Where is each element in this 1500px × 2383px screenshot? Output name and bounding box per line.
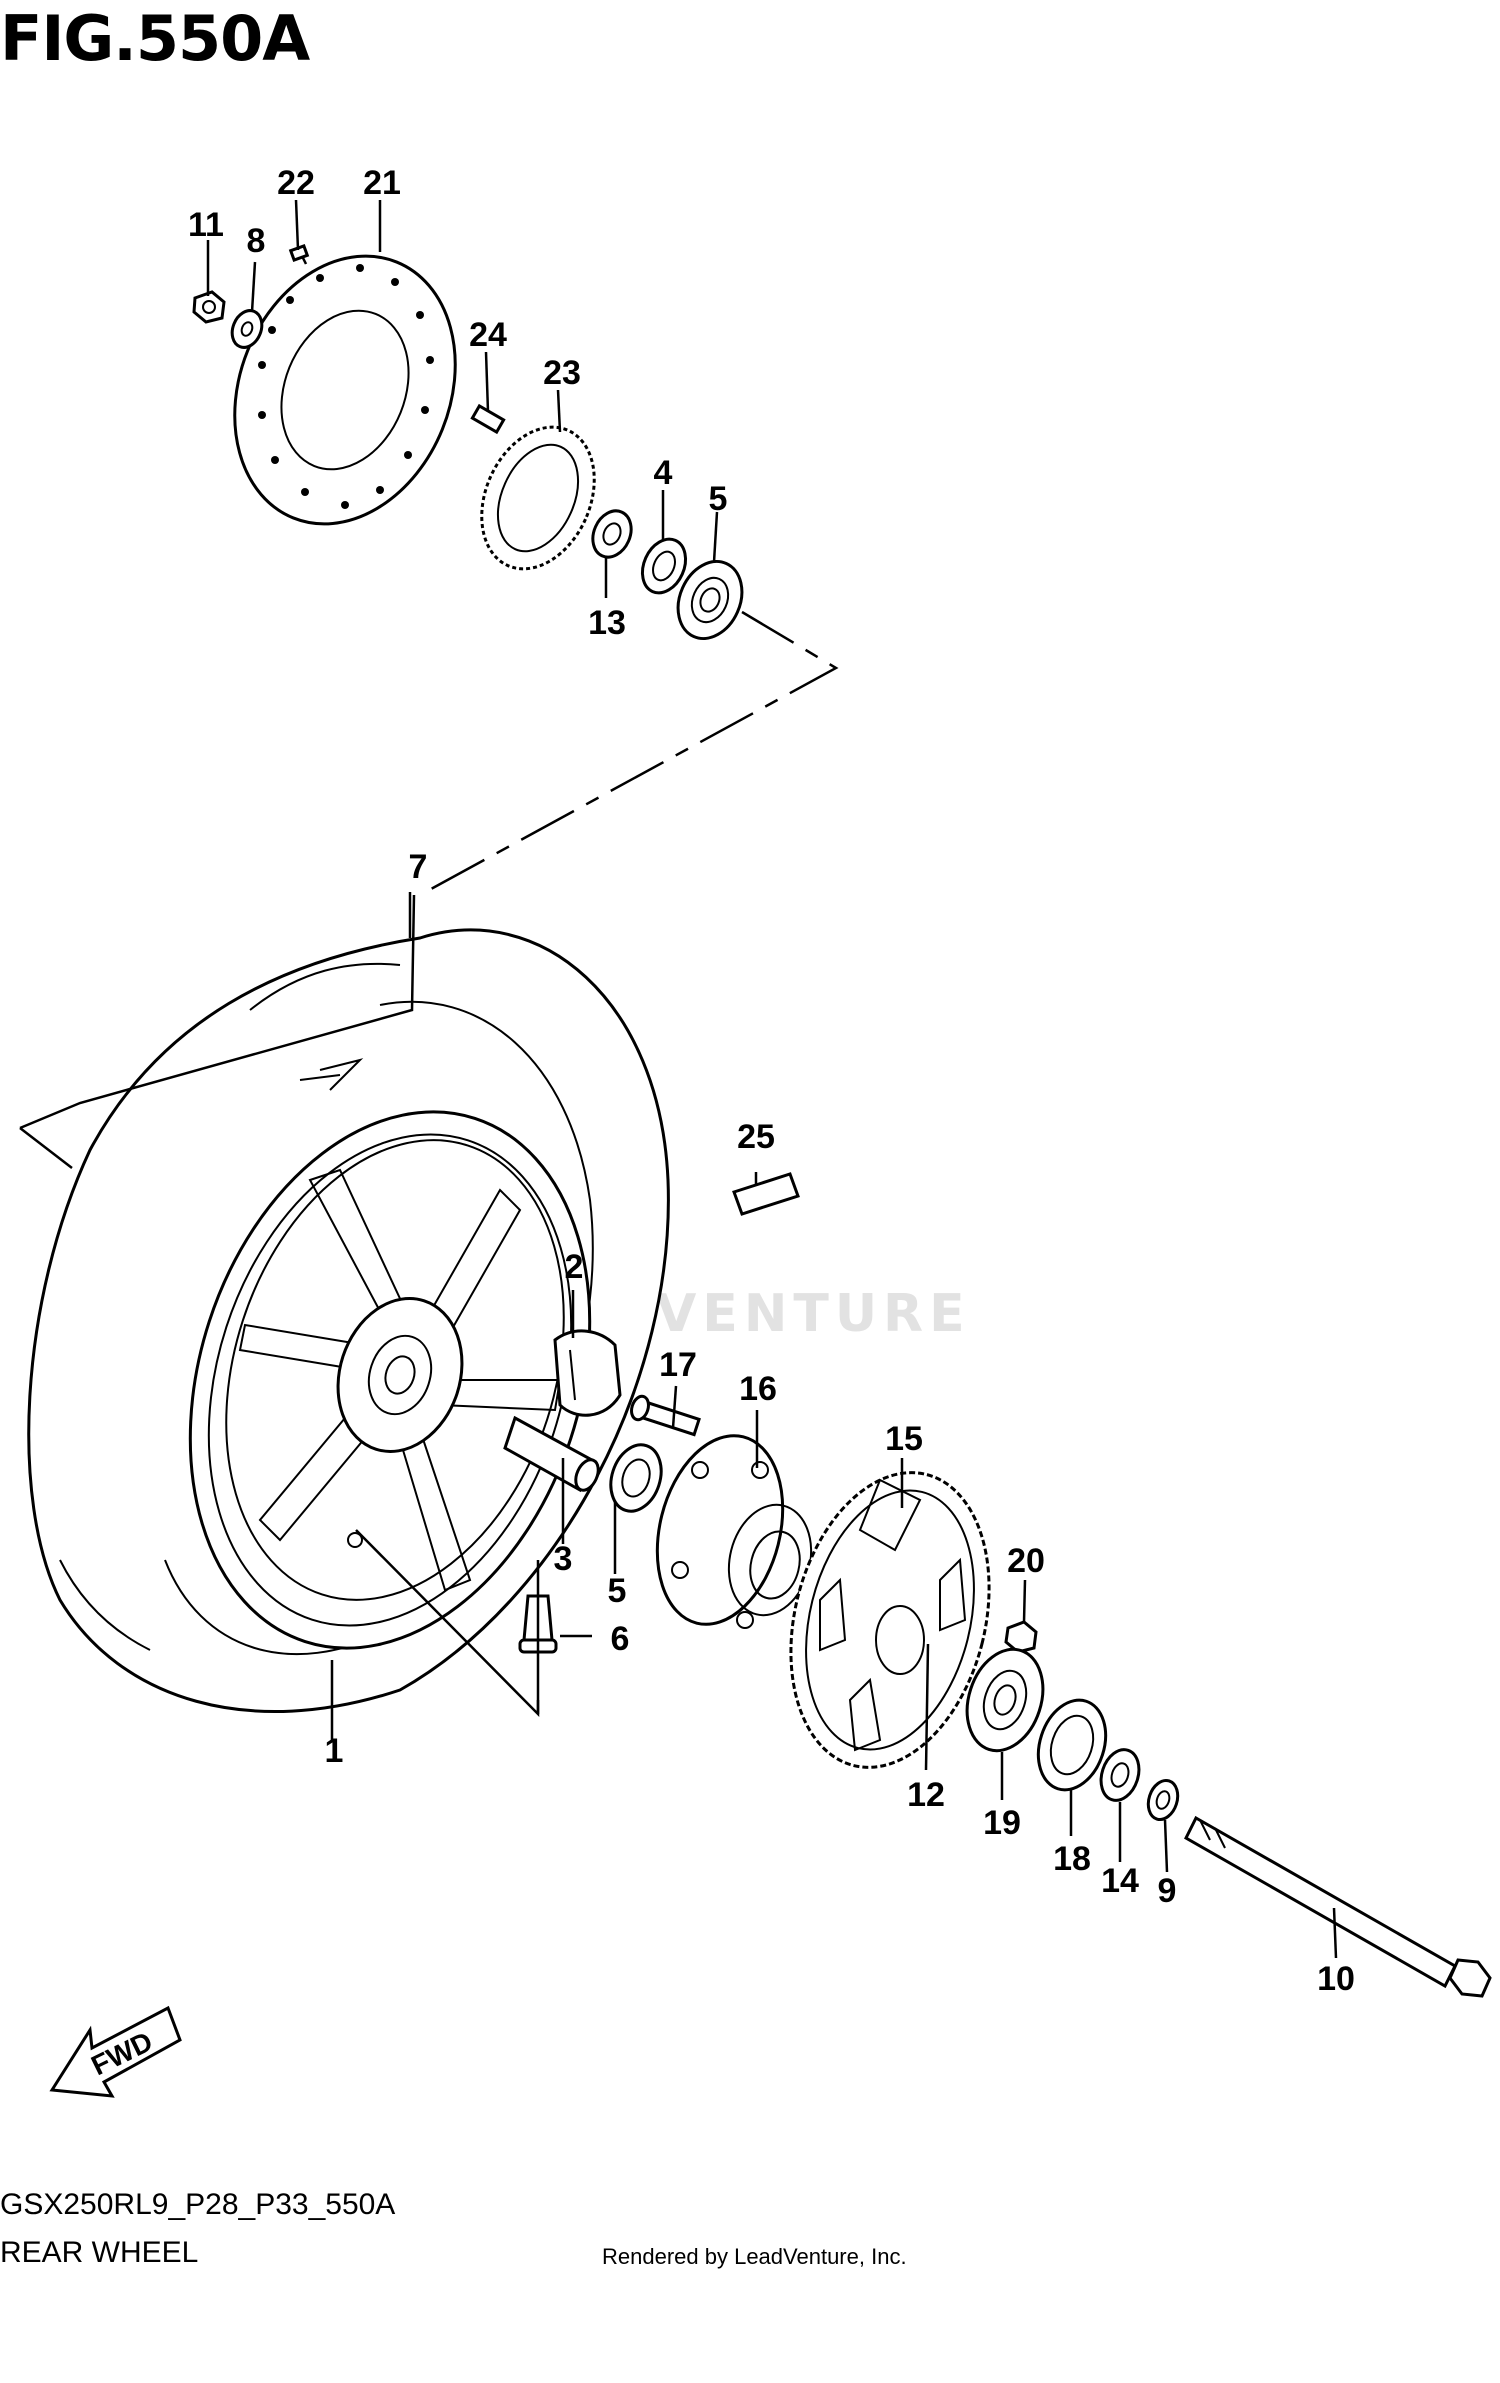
callout-20: 20 <box>1007 1542 1045 1580</box>
callout-15: 15 <box>885 1420 923 1458</box>
axle-washer <box>1146 1778 1180 1822</box>
callout-23: 23 <box>543 354 581 392</box>
callout-12: 12 <box>907 1776 945 1814</box>
callout-21: 21 <box>363 164 401 202</box>
sensor-ring-bolt <box>470 403 506 435</box>
wheel-hub <box>336 1297 464 1453</box>
abs-sensor-ring <box>480 425 596 571</box>
callout-24: 24 <box>469 316 507 354</box>
callout-4: 4 <box>654 454 673 492</box>
tire-valve <box>518 1594 558 1654</box>
callout-13: 13 <box>588 604 626 642</box>
callout-10: 10 <box>1317 1960 1355 1998</box>
callout-3: 3 <box>554 1540 573 1578</box>
callout-5-top: 5 <box>709 480 728 518</box>
oil-seal-left <box>640 537 688 595</box>
bearing-right <box>609 1443 663 1513</box>
assembly-centerline <box>419 610 839 897</box>
callout-19: 19 <box>983 1804 1021 1842</box>
rear-sprocket <box>789 1471 991 1769</box>
sprocket-bearing <box>965 1647 1045 1753</box>
rendered-by-credit: Rendered by LeadVenture, Inc. <box>602 2244 907 2269</box>
callout-5-bottom: 5 <box>608 1572 627 1610</box>
callout-25: 25 <box>737 1118 775 1156</box>
figure-title: FIG.550A <box>0 2 310 75</box>
disc-washer <box>230 309 264 349</box>
callout-17: 17 <box>659 1346 697 1384</box>
brake-disc <box>233 254 457 526</box>
disc-nut <box>192 290 226 324</box>
callout-14: 14 <box>1101 1862 1139 1900</box>
bearing-left <box>676 559 744 641</box>
valve-hole <box>347 1532 363 1548</box>
sprocket-drum <box>655 1434 813 1629</box>
sprocket-nut <box>1004 1620 1038 1654</box>
hub-spacer <box>591 509 633 559</box>
callout-9: 9 <box>1158 1872 1177 1910</box>
wheel-spokes <box>238 1168 562 1592</box>
balancer-weight <box>732 1172 800 1216</box>
fwd-arrow: FWD <box>49 2005 182 2098</box>
callout-labels: 1 2 3 4 5 5 6 7 8 9 10 11 12 13 14 15 16… <box>188 164 1355 1998</box>
callout-1: 1 <box>325 1732 344 1770</box>
model-code: GSX250RL9_P28_P33_550A <box>0 2188 396 2221</box>
cush-damper <box>553 1329 622 1417</box>
callout-6: 6 <box>611 1620 630 1658</box>
leader-lines <box>19 199 1338 1959</box>
callout-2: 2 <box>565 1248 584 1286</box>
callout-18: 18 <box>1053 1840 1091 1878</box>
callout-8: 8 <box>247 222 266 260</box>
oil-seal-right <box>1036 1698 1108 1792</box>
axle-collar <box>1099 1748 1141 1802</box>
callout-7: 7 <box>409 848 428 886</box>
diagram-caption: REAR WHEEL <box>0 2236 199 2269</box>
axle-spacer <box>503 1415 600 1493</box>
sprocket-mounting-bolt <box>630 1394 701 1437</box>
callout-11: 11 <box>188 206 224 244</box>
callout-22: 22 <box>277 164 315 202</box>
callout-16: 16 <box>739 1370 777 1408</box>
rear-axle <box>1184 1815 1492 1998</box>
